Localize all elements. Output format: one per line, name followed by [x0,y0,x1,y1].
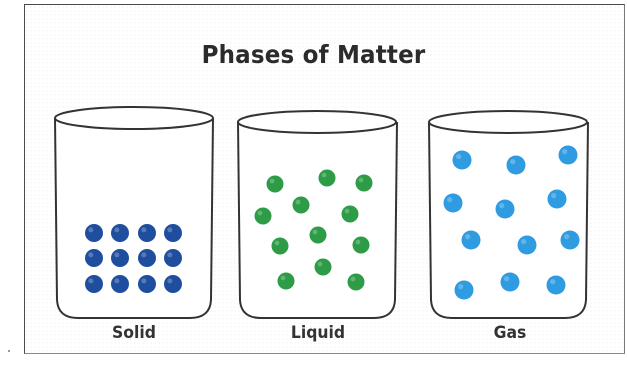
solid-particle [164,224,182,242]
liquid-particle-highlight [257,210,263,216]
solid-particle [111,275,129,293]
gas-particle [558,145,578,165]
gas-particle-highlight [458,284,464,290]
liquid-particle [318,169,336,187]
gas-particle-highlight [551,193,557,199]
solid-particle [111,249,129,267]
solid-particle-highlight [88,278,94,284]
liquid-particle-highlight [269,178,275,184]
liquid-particle [309,226,327,244]
solid-particle [85,275,103,293]
solid-particle [138,249,156,267]
liquid-particle-highlight [280,275,286,281]
solid-particle [164,275,182,293]
liquid-particle [266,175,284,193]
solid-particle [164,249,182,267]
diagram-title: Phases of Matter [201,40,426,69]
gas-particle [517,235,537,255]
liquid-particle-highlight [312,229,318,235]
beaker-solid [54,106,214,319]
solid-particle-highlight [114,227,120,233]
solid-particle [138,275,156,293]
gas-particle-highlight [465,234,471,240]
gas-particle [443,193,463,213]
liquid-particle [314,258,332,276]
solid-particles [85,224,182,293]
solid-particle [111,224,129,242]
liquid-particle [277,272,295,290]
solid-particle-highlight [167,252,173,258]
liquid-particle-highlight [350,276,356,282]
gas-particle [452,150,472,170]
liquid-particle-highlight [317,261,323,267]
label-liquid: Liquid [290,323,346,343]
liquid-particle [254,207,272,225]
gas-particle [560,230,580,250]
solid-particle [138,224,156,242]
liquid-particle [271,237,289,255]
gas-particle [495,199,515,219]
gas-particle-highlight [564,234,570,240]
gas-particle [547,189,567,209]
solid-particle [85,224,103,242]
liquid-particle-highlight [321,172,327,178]
liquid-particle-highlight [355,239,361,245]
gas-particle-highlight [510,159,516,165]
liquid-particle-highlight [358,177,364,183]
gas-particle-highlight [499,203,505,209]
solid-particle-highlight [88,227,94,233]
gas-particle [461,230,481,250]
liquid-particle-highlight [295,199,301,205]
gas-particle-highlight [521,239,527,245]
gas-particle-highlight [562,149,568,155]
liquid-particle-highlight [274,240,280,246]
gas-particle [546,275,566,295]
gas-particle-highlight [456,154,462,160]
solid-particle-highlight [167,227,173,233]
liquid-particles [254,169,373,291]
gas-particle [500,272,520,292]
gas-particle-highlight [504,276,510,282]
liquid-particle-highlight [344,208,350,214]
stray-pixel [8,350,10,352]
gas-particles [443,145,580,300]
liquid-particle [292,196,310,214]
liquid-particle [341,205,359,223]
beaker-gas [428,110,589,319]
liquid-particle [352,236,370,254]
solid-particle-highlight [114,252,120,258]
liquid-particle [355,174,373,192]
solid-particle-highlight [88,252,94,258]
solid-particle-highlight [167,278,173,284]
liquid-particle [347,273,365,291]
solid-particle-highlight [141,252,147,258]
gas-particle-highlight [447,197,453,203]
solid-particle [85,249,103,267]
gas-particle [506,155,526,175]
gas-particle-highlight [550,279,556,285]
solid-particle-highlight [141,278,147,284]
beaker-liquid [237,110,398,319]
label-solid: Solid [112,323,156,343]
solid-particle-highlight [114,278,120,284]
solid-particle-highlight [141,227,147,233]
label-gas: Gas [493,323,527,343]
gas-particle [454,280,474,300]
